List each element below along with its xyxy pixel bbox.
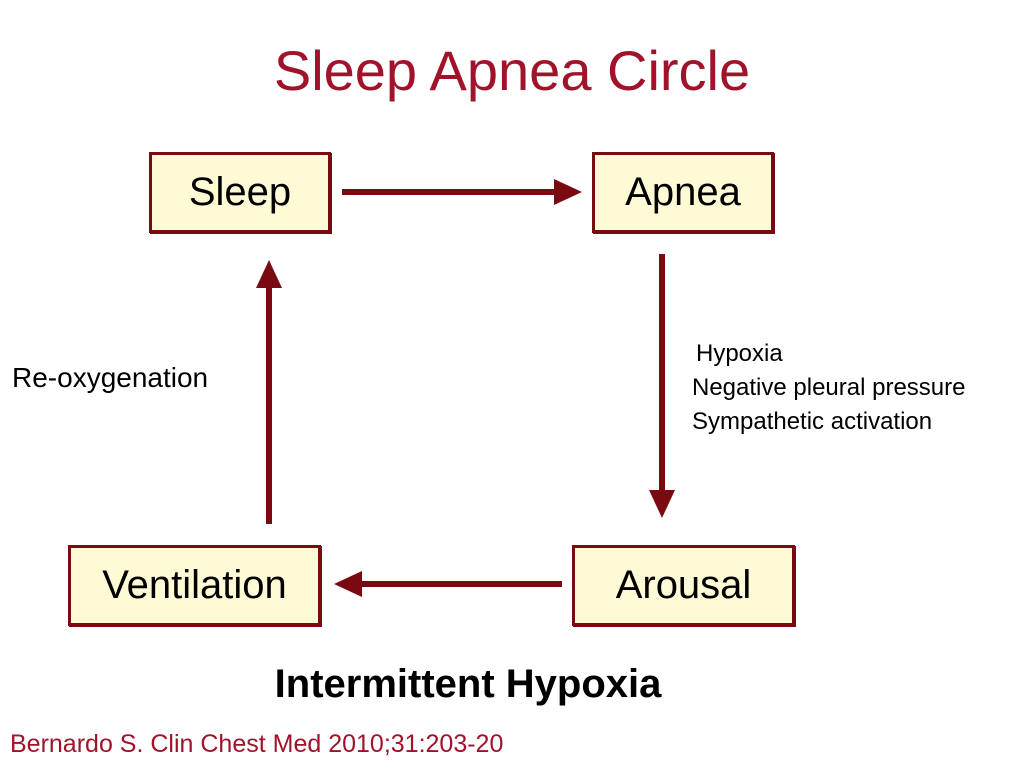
cause-sympathetic-activation: Sympathetic activation bbox=[692, 408, 933, 435]
node-ventilation-label: Ventilation bbox=[102, 563, 287, 607]
arrow-sleep-to-apnea bbox=[342, 179, 582, 205]
footer-title: Intermittent Hypoxia bbox=[274, 662, 662, 706]
node-apnea-label: Apnea bbox=[625, 170, 741, 214]
node-arousal-label: Arousal bbox=[615, 563, 752, 607]
arrow-arousal-to-ventilation bbox=[334, 571, 562, 597]
arrow-ventilation-to-sleep bbox=[256, 260, 282, 524]
node-sleep: Sleep bbox=[149, 152, 331, 233]
arrow-apnea-to-arousal bbox=[649, 254, 675, 518]
node-ventilation: Ventilation bbox=[68, 545, 321, 626]
cause-negative-pleural-pressure: Negative pleural pressure bbox=[692, 374, 966, 401]
page-title: Sleep Apnea Circle bbox=[273, 39, 751, 102]
apnea-causes: Hypoxia Negative pleural pressure Sympat… bbox=[692, 337, 965, 439]
node-apnea: Apnea bbox=[592, 152, 774, 233]
reoxygenation-label: Re-oxygenation bbox=[12, 362, 209, 393]
node-arousal: Arousal bbox=[572, 545, 795, 626]
node-sleep-label: Sleep bbox=[188, 170, 292, 214]
citation: Bernardo S. Clin Chest Med 2010;31:203-2… bbox=[10, 730, 504, 758]
cause-hypoxia: Hypoxia bbox=[696, 340, 783, 367]
